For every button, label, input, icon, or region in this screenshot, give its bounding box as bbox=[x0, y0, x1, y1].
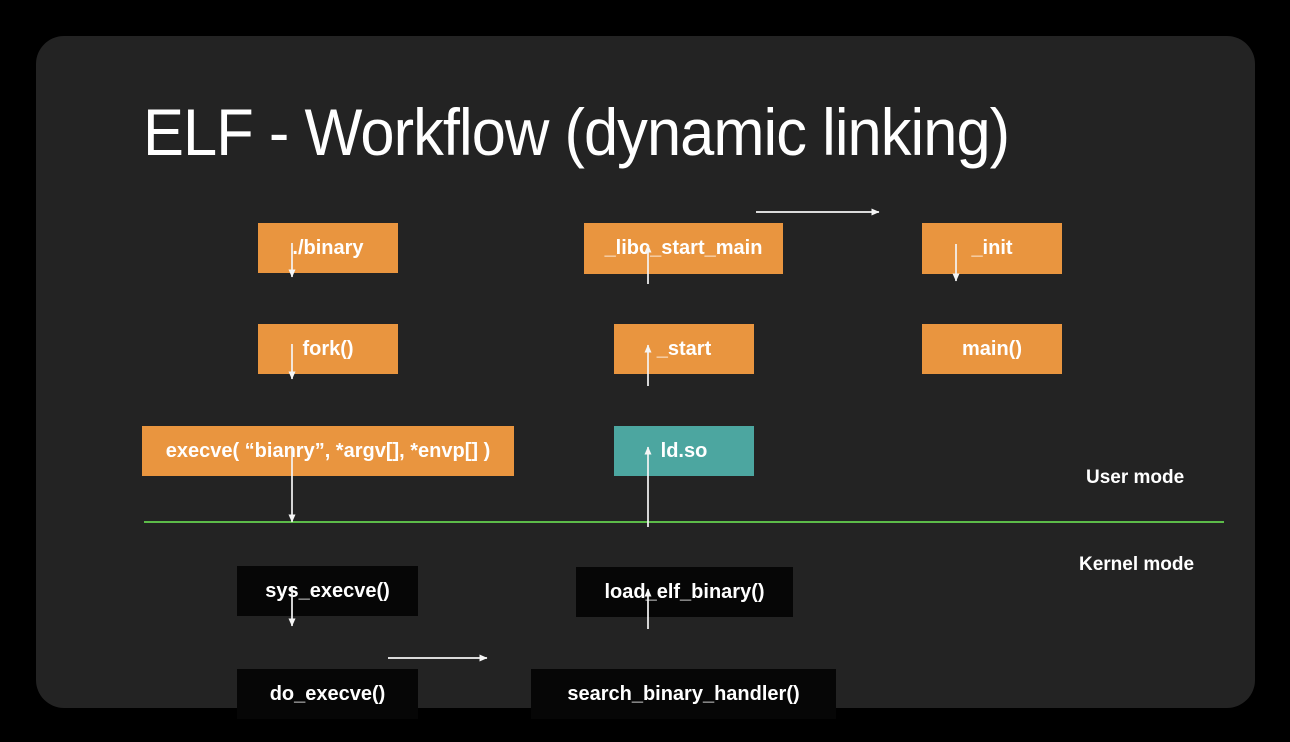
node-search-binary-handler: search_binary_handler() bbox=[531, 669, 836, 719]
node-search-binary-handler-label: search_binary_handler() bbox=[567, 682, 800, 705]
node-main: main() bbox=[922, 324, 1062, 374]
slide-card: ELF - Workflow (dynamic linking) User mo… bbox=[36, 36, 1255, 719]
node-do-execve: do_execve() bbox=[237, 669, 418, 719]
node-load-elf-binary: load_elf_binary() bbox=[576, 567, 793, 617]
node-binary: ./binary bbox=[258, 223, 398, 273]
node-ldso-label: ld.so bbox=[660, 439, 708, 462]
page-title: ELF - Workflow (dynamic linking) bbox=[143, 95, 1010, 169]
node-fork: fork() bbox=[258, 324, 398, 374]
kernel-mode-label: Kernel mode bbox=[1079, 554, 1195, 575]
node-init: _init bbox=[922, 223, 1062, 274]
user-mode-label: User mode bbox=[1086, 467, 1185, 488]
node-execve-label: execve( “bianry”, *argv[], *envp[] ) bbox=[165, 439, 491, 462]
node-sys-execve: sys_execve() bbox=[237, 566, 418, 616]
node-do-execve-label: do_execve() bbox=[269, 682, 386, 705]
node-libc-start-main-label: _libc_start_main bbox=[604, 237, 763, 259]
mode-divider-line bbox=[144, 521, 1224, 523]
node-fork-label: fork() bbox=[302, 337, 354, 360]
node-start: _start bbox=[614, 324, 754, 374]
node-start-label: _start bbox=[656, 337, 712, 360]
node-execve: execve( “bianry”, *argv[], *envp[] ) bbox=[142, 426, 514, 476]
node-main-label: main() bbox=[962, 337, 1022, 360]
node-sys-execve-label: sys_execve() bbox=[265, 579, 390, 602]
node-init-label: _init bbox=[971, 237, 1013, 259]
node-libc-start-main: _libc_start_main bbox=[584, 223, 783, 274]
node-load-elf-binary-label: load_elf_binary() bbox=[604, 580, 765, 603]
node-ldso: ld.so bbox=[614, 426, 754, 476]
node-binary-label: ./binary bbox=[292, 236, 364, 259]
